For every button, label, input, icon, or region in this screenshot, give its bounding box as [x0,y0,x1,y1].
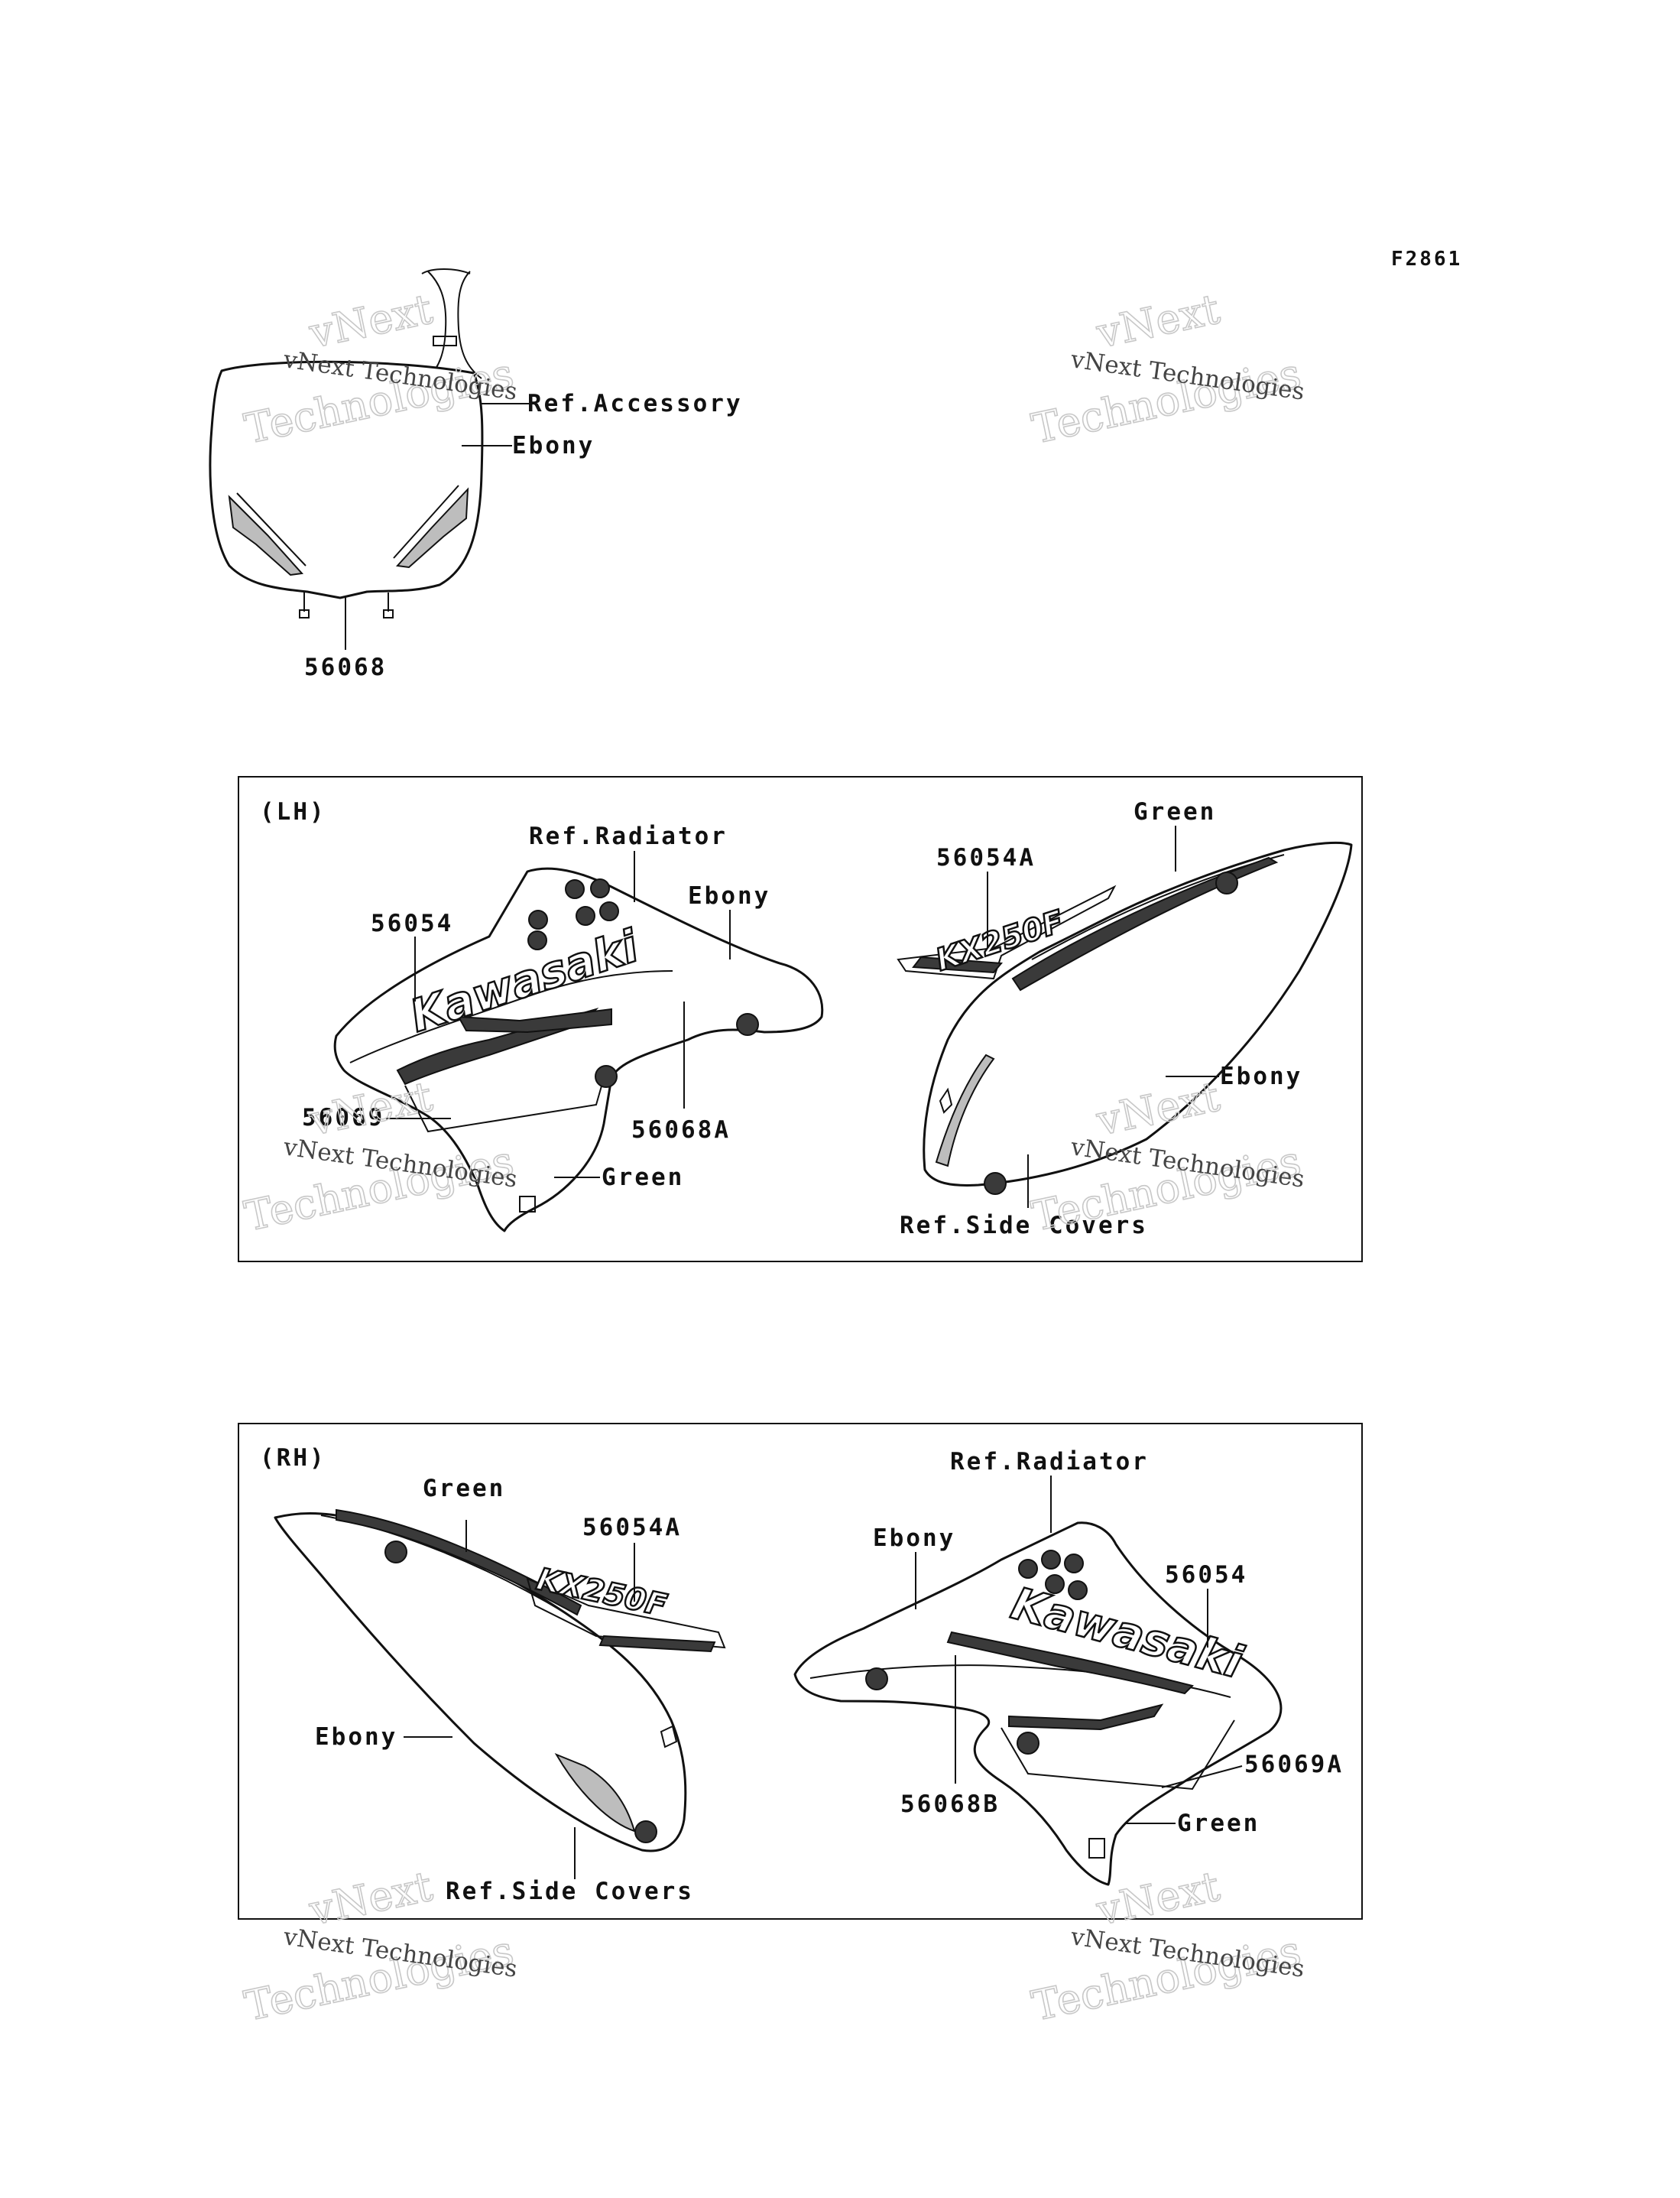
number-plate [209,268,484,618]
plate-strap-top [421,268,471,274]
rh-cover-bolt-top [384,1541,407,1563]
lh-cover-stripe [1011,856,1279,992]
lh-panel-title: (LH) [260,798,326,826]
rh-label-green-cover: Green [423,1475,505,1502]
rh-shroud-bolt-front [865,1667,888,1690]
lh-cover-tail-decal-stripe [912,956,1004,974]
lh-shroud-hole-4 [576,906,595,926]
lh-cover-tab [939,1087,953,1114]
rh-cover-lower-window [554,1752,636,1833]
rh-shroud-hole-1 [1018,1559,1038,1579]
rh-label-56068b: 56068B [900,1791,1000,1818]
rh-label-ref-side-covers: Ref.Side Covers [446,1878,694,1905]
rh-shroud-body [793,1521,1283,1886]
lh-cover-lower-trim [935,1054,995,1167]
rh-label-56054a: 56054A [582,1514,682,1541]
plate-upper-strap-left [427,271,447,379]
rh-shroud-bolt-lower [1017,1732,1039,1755]
rh-cover-tab [660,1725,678,1748]
rh-cover-bolt-bottom [634,1820,657,1843]
lh-shroud-crease [349,970,673,1063]
lh-cover-tail-decal-outline [897,885,1117,980]
lh-shroud-hole-3 [599,901,619,921]
plate-tab-right [383,609,394,618]
plate-mount-tabs [303,593,389,612]
rh-radiator-shroud: Kawasaki [793,1521,1283,1886]
rh-shroud-stripe-upper [946,1631,1194,1695]
svg-text:vNext: vNext [1092,1862,1224,1935]
rh-shroud-hole-4 [1045,1574,1065,1594]
lh-shroud-hole-1 [565,879,585,899]
lh-shroud-tab [519,1196,536,1213]
rh-shroud-hole-3 [1064,1554,1084,1573]
rh-shroud-hole-5 [1068,1580,1088,1600]
rh-label-green-shroud: Green [1177,1810,1260,1837]
rh-panel-title: (RH) [260,1444,326,1472]
lh-shroud-hole-2 [590,878,610,898]
plate-strap-slot [433,336,457,346]
rh-panel-frame [238,1423,1363,1920]
rh-shroud-hole-2 [1041,1550,1061,1570]
leader-rh-56069a [1161,1765,1243,1788]
rh-shroud-tab [1088,1838,1105,1859]
svg-text:vNext: vNext [1092,284,1224,358]
plate-vent-edges [236,485,459,567]
lh-shroud-stripe-lower [457,1008,612,1034]
rh-cover-tail-decal-outline [526,1577,726,1649]
svg-text:vNext: vNext [305,1862,437,1935]
lh-shroud-panel-edge [404,1077,605,1133]
plate-tab-left [299,609,310,618]
lh-shroud-hole-5 [528,910,548,930]
watermark-top-right: vNext Technologies vNext Technologies [1027,284,1306,454]
label-ref-accessory: Ref.Accessory [527,390,743,417]
rh-cover-tail-decal-stripe [598,1635,716,1653]
lh-cover-bolt-top [1215,872,1238,894]
rh-label-56054: 56054 [1165,1561,1247,1589]
lh-panel-frame [238,776,1363,1262]
lh-label-ebony-shroud: Ebony [688,882,770,910]
label-ebony-plate: Ebony [512,432,595,459]
plate-upper-strap-right [457,271,482,379]
svg-text:vNext: vNext [305,284,437,358]
lh-label-green-cover: Green [1134,798,1216,826]
rh-cover-stripe [336,1508,582,1616]
lh-label-56068a: 56068A [631,1116,731,1144]
rh-label-ebony-cover: Ebony [315,1723,397,1751]
lh-shroud-bolt-lower [595,1065,618,1088]
watermark-bottom-right: vNext Technologies vNext Technologies [1027,1862,1306,2031]
rh-shroud-stripe-lower [1008,1703,1164,1731]
lh-shroud-bolt-rear [736,1013,759,1036]
plate-vent-right [395,487,469,569]
lh-cover-body [923,841,1353,1187]
lh-label-ebony-cover: Ebony [1220,1063,1302,1090]
plate-vent-left [228,495,304,576]
lh-label-56069: 56069 [302,1104,384,1131]
lh-label-ref-radiator: Ref.Radiator [529,823,728,850]
lh-label-56054a: 56054A [936,844,1036,872]
lh-radiator-shroud: Kawasaki [333,867,824,1232]
label-56068: 56068 [304,654,387,681]
lh-label-56054: 56054 [371,910,453,937]
rh-label-ebony-shroud: Ebony [873,1524,955,1552]
lh-label-green-shroud: Green [602,1164,684,1191]
lh-cover-bolt-bottom [984,1172,1007,1195]
plate-body [209,360,484,599]
rh-label-56069a: 56069A [1244,1751,1344,1778]
rh-side-cover: KX250F [274,1508,726,1852]
figure-code: F2861 [1391,248,1462,271]
rh-label-ref-radiator: Ref.Radiator [950,1448,1149,1476]
lh-label-ref-side-covers: Ref.Side Covers [900,1212,1148,1239]
rh-shroud-panel-edge [1001,1719,1235,1791]
lh-shroud-hole-6 [527,930,547,950]
